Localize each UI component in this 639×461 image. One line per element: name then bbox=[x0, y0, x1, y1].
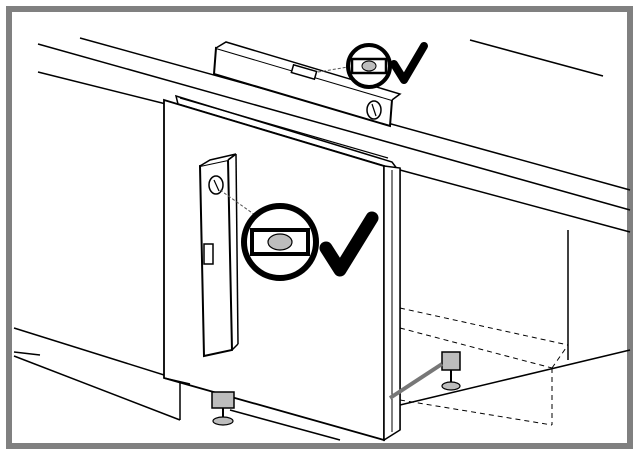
checkmark-icon bbox=[390, 42, 428, 84]
horizontal-level bbox=[212, 41, 402, 128]
level-bubble-magnifier-icon bbox=[346, 43, 392, 89]
adjustable-foot-icon bbox=[388, 351, 461, 400]
checkmark-icon bbox=[319, 211, 379, 277]
hidden-lines bbox=[399, 230, 569, 426]
diagram-frame bbox=[6, 6, 633, 449]
vertical-level bbox=[198, 153, 263, 358]
adjustable-foot-icon bbox=[211, 391, 235, 426]
level-bubble-magnifier-icon bbox=[241, 203, 319, 281]
adjustment-tool bbox=[388, 362, 444, 400]
